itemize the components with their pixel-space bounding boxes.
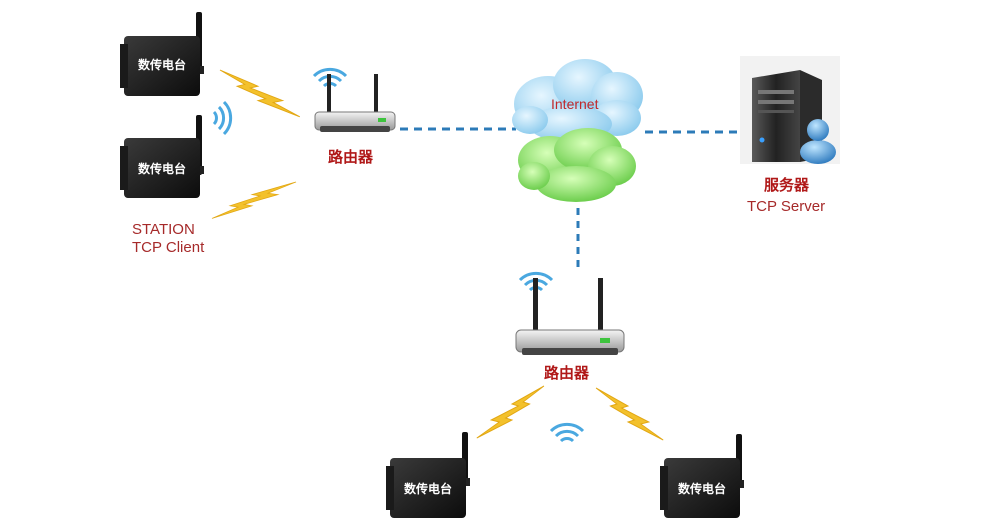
radio-label: 数传电台 — [137, 58, 186, 72]
user-icon — [800, 119, 836, 164]
radio-device-icon — [120, 12, 204, 96]
router-label: 路由器 — [544, 364, 590, 382]
cloud-icon — [518, 128, 636, 202]
lightning-icon — [476, 385, 545, 439]
router-icon — [515, 278, 625, 355]
station-role-label: TCP Client — [132, 239, 205, 256]
router-icon — [314, 74, 396, 132]
radio-device-icon — [386, 432, 470, 518]
radio-label: 数传电台 — [677, 482, 726, 496]
lightning-icon — [595, 387, 664, 441]
lightning-icon — [219, 69, 301, 118]
radio-device-icon — [120, 115, 204, 198]
cloud-icon — [512, 59, 643, 142]
wifi-signal-icon — [212, 100, 233, 136]
server-role-label: TCP Server — [747, 198, 826, 215]
lightning-icon — [211, 181, 297, 219]
radio-label: 数传电台 — [403, 482, 452, 496]
wifi-signal-icon — [549, 422, 585, 443]
station-name-label: STATION — [132, 221, 195, 238]
server-label: 服务器 — [764, 176, 810, 194]
internet-label: Internet — [551, 96, 599, 112]
radio-label: 数传电台 — [137, 162, 186, 176]
radio-device-icon — [660, 434, 744, 518]
router-label: 路由器 — [328, 148, 374, 166]
